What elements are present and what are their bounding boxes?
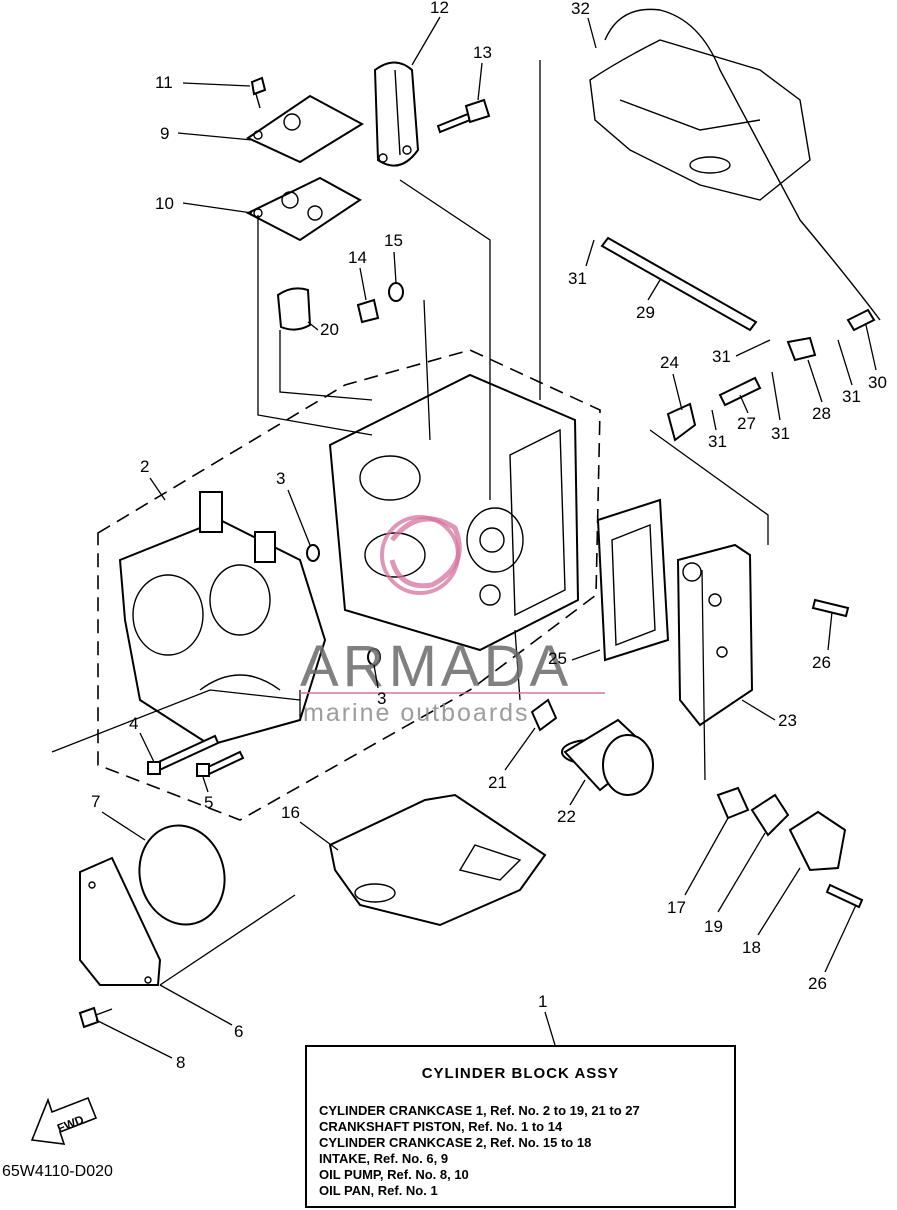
part-18-cover <box>788 810 847 872</box>
callout-23: 23 <box>778 711 797 730</box>
fwd-arrow: FWD <box>30 1096 98 1145</box>
part-7-o-ring <box>138 824 226 926</box>
part-16-gasket <box>328 793 547 927</box>
part-23-cover <box>676 543 754 727</box>
part-9-plate <box>245 94 365 164</box>
callout-31-b: 31 <box>712 347 731 366</box>
callout-4: 4 <box>129 714 138 733</box>
callout-29: 29 <box>636 303 655 322</box>
callout-27: 27 <box>737 414 756 433</box>
watermark-logo-swirl <box>389 516 462 589</box>
callout-14: 14 <box>348 248 367 267</box>
callout-16: 16 <box>281 803 300 822</box>
callout-9: 9 <box>160 124 169 143</box>
part-21-fitting <box>530 698 558 732</box>
legend-row: OIL PAN, Ref. No. 1 <box>319 1183 438 1198</box>
callout-11: 11 <box>155 73 173 92</box>
callout-6: 6 <box>234 1022 243 1041</box>
part-3-dowel <box>306 544 320 562</box>
callout-7: 7 <box>91 792 100 811</box>
callout-25: 25 <box>548 649 567 668</box>
parts-drawing <box>51 8 881 1029</box>
callout-13: 13 <box>473 43 492 62</box>
part-28-fitting <box>786 336 817 362</box>
callout-31-e: 31 <box>708 432 727 451</box>
callouts: 1 2 3 3 4 5 6 7 8 9 10 11 12 13 14 15 16… <box>91 0 887 1072</box>
part-12-bracket <box>373 61 420 167</box>
callout-10: 10 <box>155 194 174 213</box>
legend-row: CRANKSHAFT PISTON, Ref. No. 1 to 14 <box>319 1119 563 1134</box>
legend-title: CYLINDER BLOCK ASSY <box>421 1065 620 1082</box>
part-13-bolt <box>436 98 491 134</box>
callout-18: 18 <box>742 938 761 957</box>
callout-31-c: 31 <box>842 387 861 406</box>
callout-5: 5 <box>204 793 213 812</box>
part-26-bolt-lower <box>825 883 864 909</box>
crankcase-group-dashed-outline <box>97 349 601 821</box>
callout-26-lower: 26 <box>808 974 827 993</box>
watermark-tagline: marine outboards <box>303 699 530 727</box>
callout-21: 21 <box>488 773 507 792</box>
part-32-hose <box>604 8 881 321</box>
callout-19: 19 <box>704 917 723 936</box>
callout-24: 24 <box>660 353 679 372</box>
callout-3: 3 <box>276 469 285 488</box>
part-20-sleeve <box>276 287 312 331</box>
part-25-gasket <box>596 498 670 662</box>
callout-2: 2 <box>140 457 149 476</box>
upper-housing <box>589 39 811 201</box>
callout-17: 17 <box>667 898 686 917</box>
callout-8: 8 <box>176 1053 185 1072</box>
callout-31-d: 31 <box>771 424 790 443</box>
legend-row: CYLINDER CRANKCASE 2, Ref. No. 15 to 18 <box>319 1135 592 1150</box>
legend-row: OIL PUMP, Ref. No. 8, 10 <box>319 1167 469 1182</box>
part-6-plate <box>79 856 162 986</box>
callout-20: 20 <box>320 320 339 339</box>
part-14-plug <box>356 298 380 324</box>
callout-32: 32 <box>571 0 590 18</box>
part-8-screw <box>78 1006 100 1029</box>
part-27-hose <box>718 376 762 407</box>
callout-3-lower: 3 <box>377 689 386 708</box>
part-11-screw <box>250 76 267 109</box>
callout-31-a: 31 <box>568 269 587 288</box>
part-24-fitting <box>666 402 697 442</box>
part-30-hose <box>846 308 876 332</box>
drawing-code: 65W4110-D020 <box>2 1163 113 1180</box>
watermark-divider <box>300 692 605 694</box>
part-22-oil-filter <box>561 718 654 796</box>
part-15-washer <box>388 282 404 302</box>
callout-28: 28 <box>812 404 831 423</box>
callout-1: 1 <box>538 992 547 1011</box>
cylinder-block <box>328 373 580 652</box>
callout-30: 30 <box>868 373 887 392</box>
callout-22: 22 <box>557 807 576 826</box>
legend-row: INTAKE, Ref. No. 6, 9 <box>319 1151 449 1166</box>
armada-watermark: ARMADA marine outboards <box>300 515 605 727</box>
part-26-bolt <box>811 598 850 618</box>
part-10-gasket <box>245 176 362 242</box>
callout-15: 15 <box>384 231 403 250</box>
callout-26: 26 <box>812 653 831 672</box>
part-2-crankcase <box>118 491 327 747</box>
part-5-bolt <box>204 750 245 776</box>
part-19-gasket <box>750 793 790 837</box>
watermark-brand: ARMADA <box>300 634 572 699</box>
legend-row: CYLINDER CRANKCASE 1, Ref. No. 2 to 19, … <box>319 1103 640 1118</box>
legend-box: CYLINDER BLOCK ASSY CYLINDER CRANKCASE 1… <box>305 1045 736 1208</box>
part-17-thermostat <box>716 786 750 820</box>
part-29-hose <box>600 236 758 332</box>
legend-rows: CYLINDER CRANKCASE 1, Ref. No. 2 to 19, … <box>319 1103 640 1199</box>
callout-12: 12 <box>430 0 449 17</box>
